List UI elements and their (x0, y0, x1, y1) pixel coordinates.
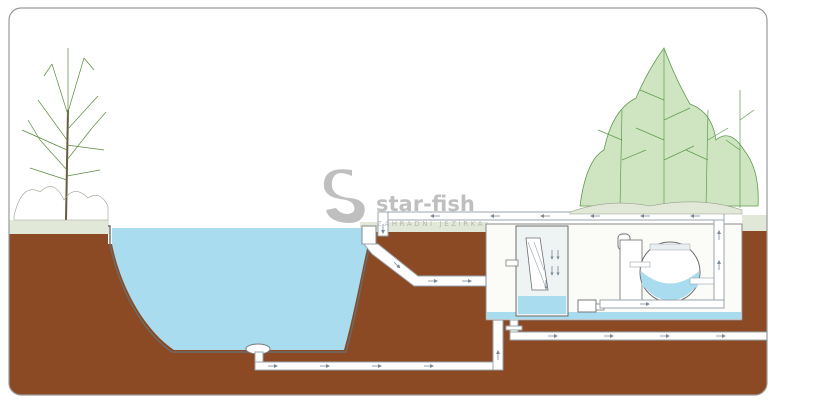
sand-filter-icon (617, 233, 715, 303)
waste-pipe (505, 319, 767, 341)
sieve-filter-icon (505, 225, 569, 317)
starfish-logo: star-fish ZAHRADNÍ JEZÍRKA (323, 169, 485, 228)
pond-water (112, 228, 368, 350)
starfish-s-icon (323, 169, 365, 223)
pond-liner (108, 225, 371, 353)
trees-right-icon (569, 47, 759, 215)
gravel-mid (360, 222, 488, 232)
tree-left-icon (21, 48, 107, 221)
gravel-right (742, 215, 767, 231)
diagram-frame (8, 7, 768, 396)
skimmer-box (361, 225, 377, 245)
brand-tagline: ZAHRADNÍ JEZÍRKA (377, 219, 485, 228)
brand-name: star-fish (376, 192, 475, 216)
shrubs-left-icon (13, 186, 109, 221)
chamber-floor-water (487, 312, 741, 319)
gravel-left (9, 220, 109, 234)
